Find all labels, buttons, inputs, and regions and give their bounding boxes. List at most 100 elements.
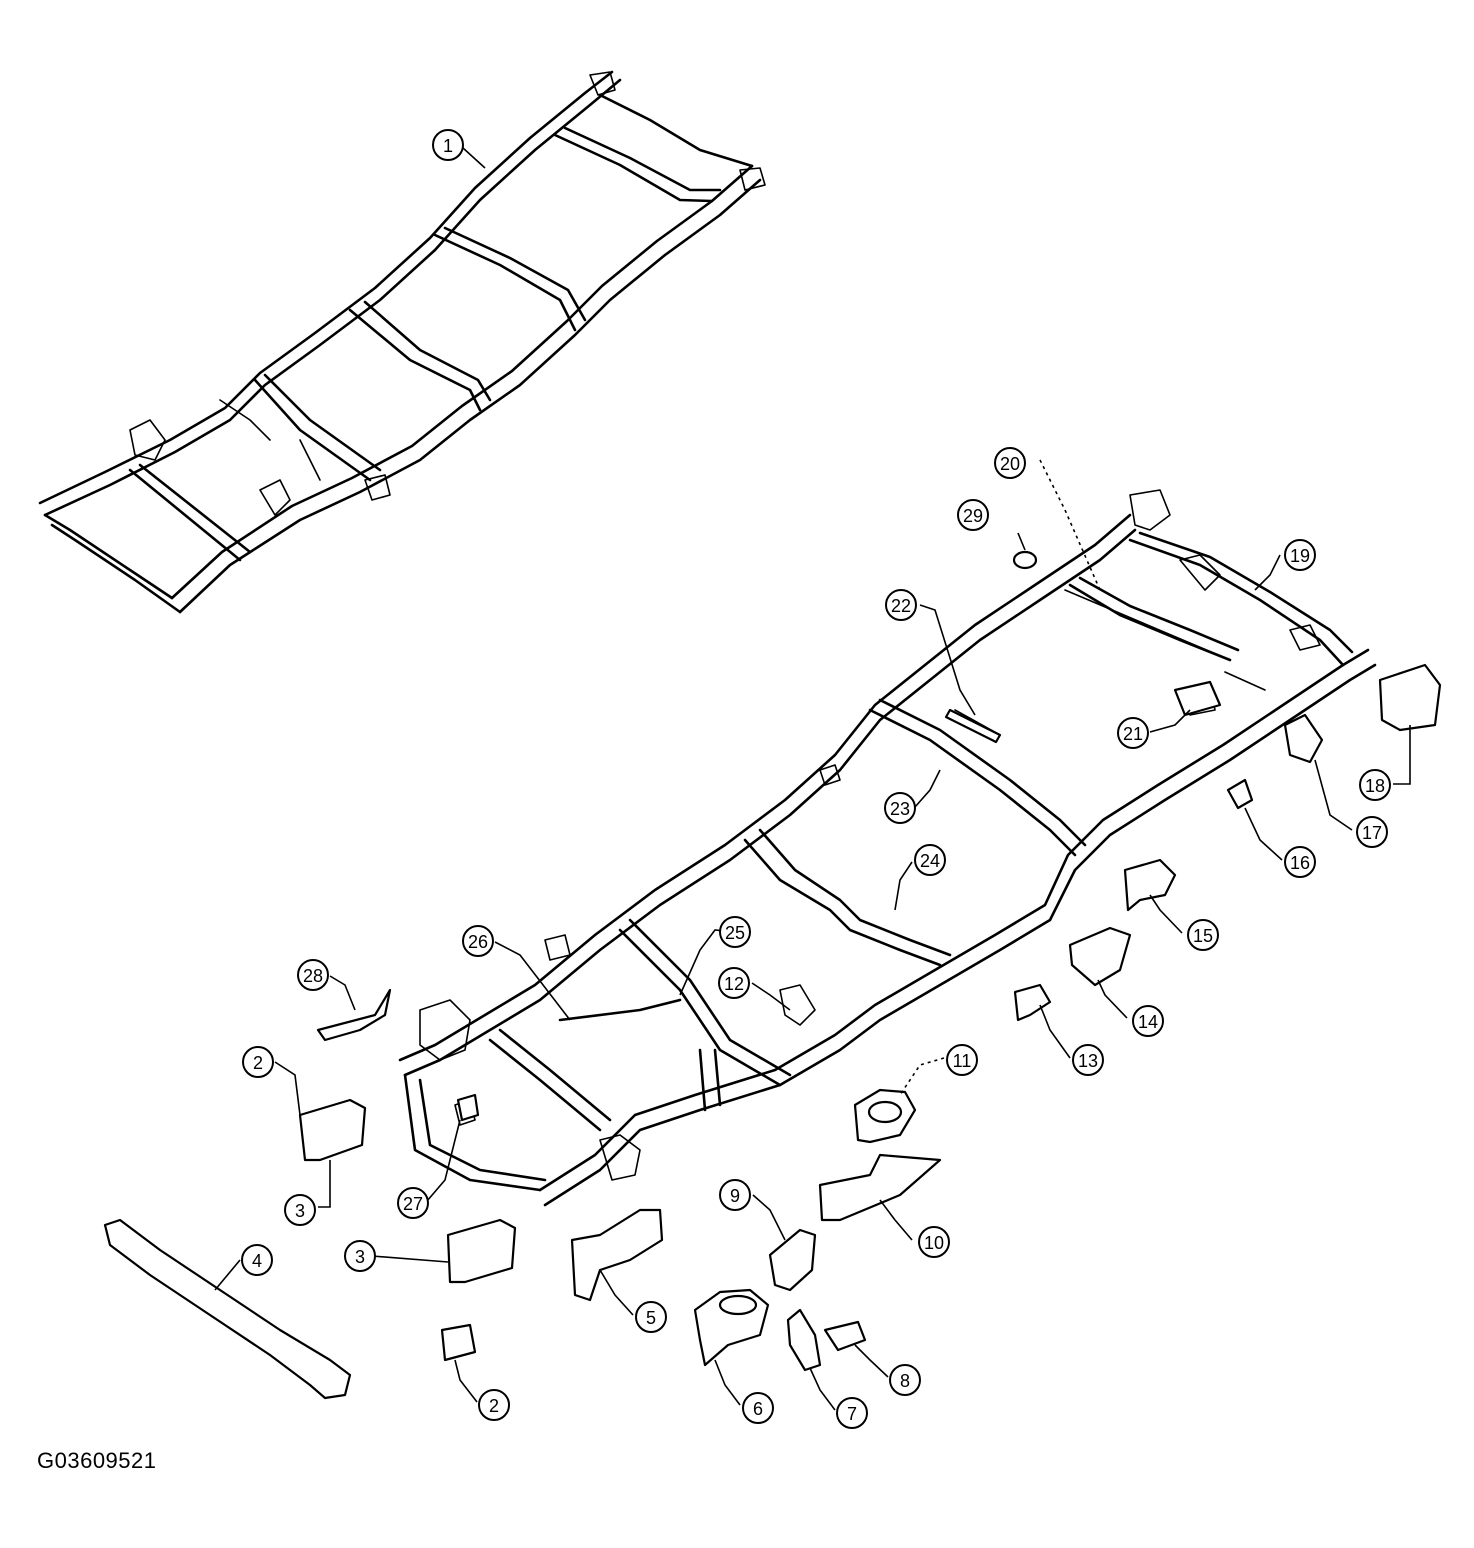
callout-number: 8 [900,1371,910,1391]
part-15-mount [1123,858,1177,912]
part-7-bracket [786,1308,822,1372]
callout-number: 24 [920,851,940,871]
callout-4: 4 [241,1244,273,1276]
callout-circle [462,925,494,957]
callout-number: 7 [847,1404,857,1424]
callout-circle [718,967,750,999]
callout-16: 16 [1284,846,1316,878]
callout-12: 12 [718,967,750,999]
callout-number: 17 [1362,823,1382,843]
callout-number: 1 [443,136,453,156]
part-22-bolt [944,708,1002,744]
callout-number: 9 [730,1186,740,1206]
callout-circle [957,499,989,531]
callout-28: 28 [297,959,329,991]
callout-2a: 2 [242,1046,274,1078]
callout-circle [635,1301,667,1333]
part-10-bracket [818,1153,942,1222]
callout-circle [1187,919,1219,951]
callout-number: 28 [303,966,323,986]
callout-circle [885,589,917,621]
callout-23: 23 [884,792,916,824]
callout-21: 21 [1117,717,1149,749]
callout-27: 27 [397,1187,429,1219]
part-16-tab [1226,778,1254,810]
callout-number: 12 [724,974,744,994]
part-9-bracket [768,1228,817,1292]
callout-number: 19 [1290,546,1310,566]
callout-number: 20 [1000,454,1020,474]
callout-circle [1284,846,1316,878]
part-2-bracket [440,1323,477,1362]
callout-circle [432,129,464,161]
leader-lines [214,147,1411,1411]
callout-number: 18 [1365,776,1385,796]
callout-circle [914,844,946,876]
callout-circle [297,959,329,991]
callout-circle [884,792,916,824]
callout-20: 20 [994,447,1026,479]
loose-parts [103,550,1442,1400]
callout-24: 24 [914,844,946,876]
callout-circle [836,1397,868,1429]
callout-8: 8 [889,1364,921,1396]
callout-3b: 3 [344,1240,376,1272]
callout-number: 2 [489,1396,499,1416]
callout-19: 19 [1284,539,1316,571]
callout-circle [1356,816,1388,848]
callout-14: 14 [1132,1005,1164,1037]
assembled-frame-drawing [38,70,766,614]
callout-2b: 2 [478,1389,510,1421]
callout-circle [241,1244,273,1276]
callout-number: 2 [253,1053,263,1073]
callout-circle [1117,717,1149,749]
callout-3a: 3 [284,1194,316,1226]
callout-circle [478,1389,510,1421]
part-3-bracket-lower [446,1218,517,1284]
part-13-bracket [1013,983,1052,1022]
callout-6: 6 [742,1392,774,1424]
callout-circle [719,916,751,948]
callout-number: 10 [924,1233,944,1253]
callout-10: 10 [918,1226,950,1258]
part-5-bracket [570,1208,664,1302]
callout-circle [1359,769,1391,801]
callout-number: 23 [890,799,910,819]
callout-number: 26 [468,932,488,952]
figure-id: G03609521 [37,1448,157,1473]
callout-circle [719,1179,751,1211]
callout-25: 25 [719,916,751,948]
callout-circle [994,447,1026,479]
callout-number: 5 [646,1308,656,1328]
callout-11: 11 [946,1044,978,1076]
part-14-gusset [1068,926,1132,987]
callout-number: 3 [355,1247,365,1267]
callout-number: 27 [403,1194,423,1214]
callout-26: 26 [462,925,494,957]
callout-number: 6 [753,1399,763,1419]
part-18-cover [1378,663,1442,732]
callout-number: 3 [295,1201,305,1221]
callout-7: 7 [836,1397,868,1429]
callout-number: 16 [1290,853,1310,873]
exploded-frame-drawing [398,489,1377,1207]
callout-circle [742,1392,774,1424]
callout-circle [918,1226,950,1258]
callout-15: 15 [1187,919,1219,951]
part-4-crossmember [103,1218,352,1400]
callout-5: 5 [635,1301,667,1333]
callout-circle [1132,1005,1164,1037]
callout-1: 1 [432,129,464,161]
callout-circle [946,1044,978,1076]
callout-number: 14 [1138,1012,1158,1032]
callout-circle [284,1194,316,1226]
part-8-bracket [823,1320,867,1352]
part-29-ring [1012,550,1038,570]
callout-22: 22 [885,589,917,621]
callout-29: 29 [957,499,989,531]
callout-number: 15 [1193,926,1213,946]
callout-18: 18 [1359,769,1391,801]
callout-number: 29 [963,506,983,526]
